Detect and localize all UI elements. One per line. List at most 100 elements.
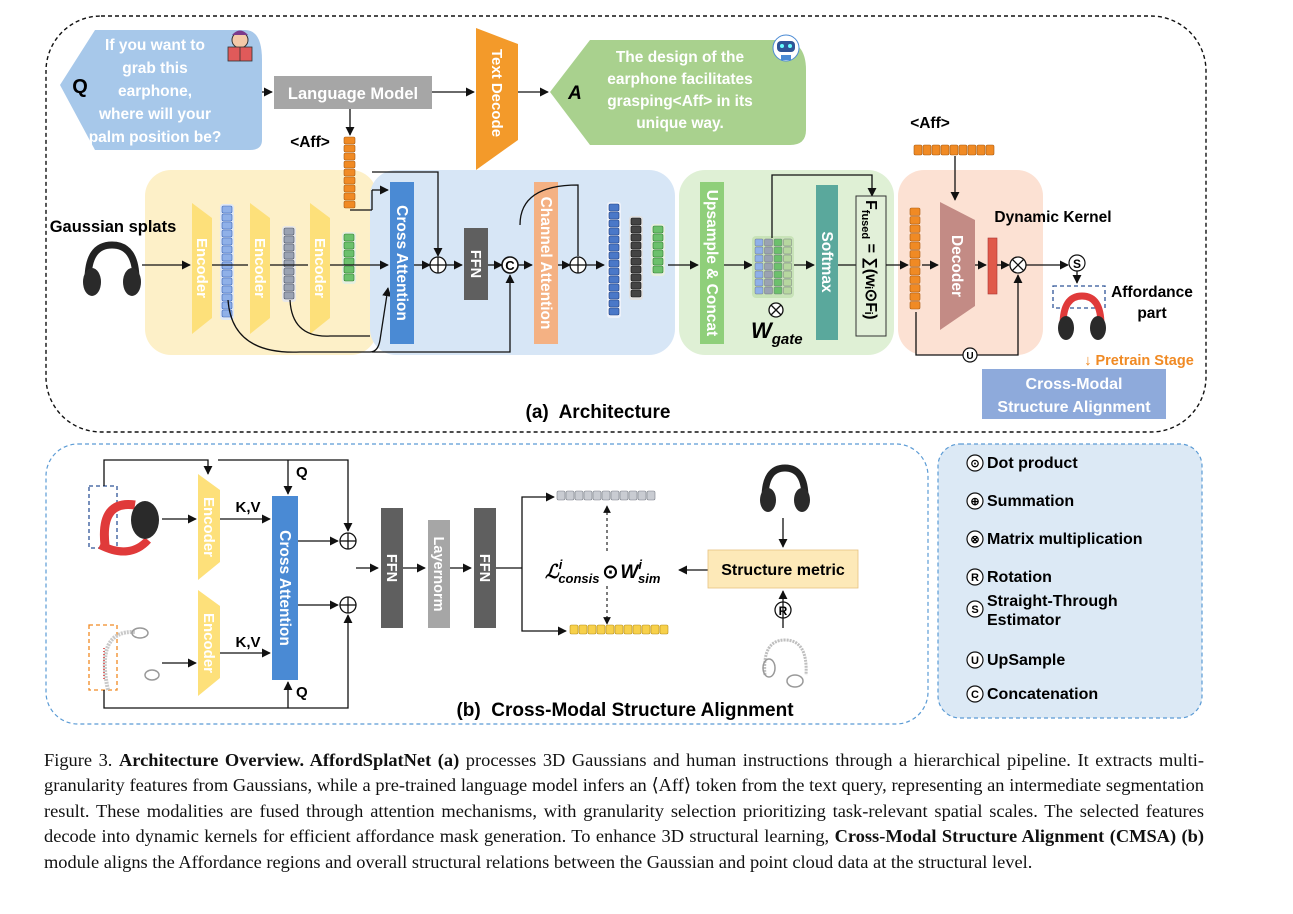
feature-cell (221, 229, 233, 238)
summation-operator (339, 532, 357, 550)
cmsa-link-box[interactable] (982, 369, 1166, 419)
feature-cell (556, 490, 566, 501)
feature-cell (783, 262, 792, 271)
feature-cell (909, 250, 921, 259)
feature-cell (583, 490, 593, 501)
feature-cell (221, 213, 233, 222)
feature-cell (764, 286, 773, 295)
feature-cell (343, 192, 356, 201)
feature-cell (909, 258, 921, 267)
legend-label: Concatenation (987, 686, 1098, 703)
legend-symbol: R (971, 572, 979, 584)
cmsa-ffn-label: FFN (383, 554, 399, 582)
feature-cell (343, 257, 355, 266)
feature-cell (610, 490, 620, 501)
feature-cell (909, 301, 921, 310)
point-cloud-headphone-icon (88, 624, 160, 691)
feature-cell (630, 265, 642, 274)
encoder-block (310, 203, 330, 334)
gaussian-splats-label: Gaussian splats (50, 218, 177, 236)
encoder-label: Encoder (193, 238, 210, 298)
feature-cell (958, 144, 968, 156)
feature-cell (630, 233, 642, 242)
question-line: where will your (98, 106, 211, 123)
feature-cell (630, 257, 642, 266)
feature-cell (608, 275, 620, 284)
caption-text: processes 3D Gaussians and human instruc… (44, 750, 1204, 847)
caption-bold: Cross-Modal Structure Alignment (CMSA) (… (834, 826, 1204, 847)
gate-feature-grid (752, 236, 794, 298)
question-line: grab this (122, 60, 187, 77)
answer-line: earphone facilitates (607, 71, 753, 88)
feature-cell (608, 243, 620, 252)
feature-cell (985, 144, 995, 156)
feature-cell (608, 235, 620, 244)
feature-cell (652, 265, 664, 274)
feature-cell (343, 184, 356, 193)
svg-text:C: C (505, 258, 515, 273)
feature-cell (623, 624, 633, 635)
feature-cell (565, 490, 575, 501)
feature-cell (596, 624, 606, 635)
legend-symbol-icon (966, 568, 984, 586)
feature-cell (283, 291, 295, 300)
feature-cell (614, 624, 624, 635)
channel-attention-label: Channel Attention (537, 197, 554, 330)
feature-cell (641, 624, 651, 635)
legend-symbol-icon (966, 530, 984, 548)
feature-cell (608, 219, 620, 228)
feature-cell (783, 246, 792, 255)
legend-symbol-icon (966, 685, 984, 703)
answer-a-label: A (567, 83, 582, 104)
feature-cell (343, 160, 356, 169)
kv-label: K,V (235, 499, 260, 516)
legend-symbol: C (971, 689, 979, 701)
encoder-block (198, 474, 220, 580)
architecture-figure: Q If you want to grab this earphone, whe… (45, 15, 1207, 725)
feature-cell (754, 262, 764, 271)
legend-item: ⊙Dot product (966, 454, 1078, 472)
softmax-block (816, 185, 838, 340)
multi-granularity-features (607, 202, 665, 318)
legend-symbol-icon (966, 492, 984, 510)
feature-cell (967, 144, 977, 156)
feature-cell (652, 225, 664, 234)
matrix-multiplication-operator (1009, 256, 1027, 274)
feature-vector (342, 232, 356, 284)
feature-cell (608, 291, 620, 300)
feature-cell (283, 259, 295, 268)
feature-cell (221, 269, 233, 278)
q-label: Q (296, 464, 308, 481)
kv-label: K,V (235, 634, 260, 651)
decoder-block (940, 202, 975, 330)
feature-cell (764, 246, 773, 255)
feature-cell (652, 257, 664, 266)
feature-cell (940, 144, 950, 156)
language-model-label: Language Model (288, 85, 418, 103)
q-label: Q (296, 684, 308, 701)
encoder-block (192, 203, 212, 334)
feature-cell (632, 624, 642, 635)
headphone-icon (83, 241, 141, 296)
feature-cell (578, 624, 588, 635)
aff-token-right-label: <Aff> (910, 115, 950, 132)
feature-cell (221, 301, 233, 310)
answer-line: unique way. (636, 115, 724, 132)
feature-cell (221, 253, 233, 262)
gaussian-structure-vector (556, 490, 656, 501)
feature-cell (343, 233, 355, 242)
legend-panel (937, 443, 1203, 719)
summation-operator (569, 256, 587, 274)
feature-cell (773, 286, 783, 295)
feature-cell (630, 249, 642, 258)
legend-label: Summation (987, 493, 1074, 510)
feature-cell (922, 144, 932, 156)
cross-attention-label: Cross Attention (393, 205, 410, 321)
question-q-label: Q (72, 76, 88, 98)
feature-cell (221, 245, 233, 254)
feature-cell (773, 254, 783, 263)
text-decode-block (476, 28, 518, 170)
cmsa-ffn-block (474, 508, 496, 628)
feature-cell (773, 246, 783, 255)
